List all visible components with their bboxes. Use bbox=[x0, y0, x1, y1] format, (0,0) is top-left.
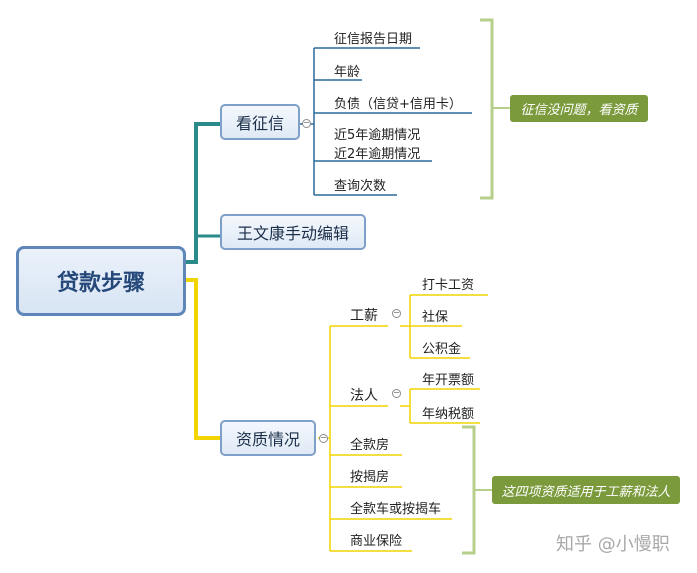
legal-node[interactable]: 法人 bbox=[350, 388, 378, 404]
credit-node[interactable]: 看征信 bbox=[220, 104, 300, 140]
asset-item: 商业保险 bbox=[350, 534, 403, 549]
collapse-toggle-legal[interactable]: − bbox=[392, 388, 401, 398]
credit-item: 征信报告日期 bbox=[334, 32, 413, 47]
credit-item: 负债（信贷+信用卡） bbox=[334, 97, 462, 112]
credit-note: 征信没问题，看资质 bbox=[510, 95, 648, 122]
salary-item: 社保 bbox=[422, 310, 449, 325]
editor-node[interactable]: 王文康手动编辑 bbox=[220, 214, 366, 250]
credit-note-text: 征信没问题，看资质 bbox=[520, 103, 638, 118]
asset-item: 全款房 bbox=[350, 438, 390, 453]
salary-item: 打卡工资 bbox=[422, 278, 475, 293]
credit-label: 看征信 bbox=[235, 114, 284, 133]
root-label: 贷款步骤 bbox=[56, 271, 145, 296]
asset-item: 按揭房 bbox=[350, 470, 390, 485]
credit-item: 查询次数 bbox=[334, 179, 387, 194]
legal-item: 年纳税额 bbox=[422, 407, 475, 422]
credit-item: 近5年逾期情况 bbox=[334, 128, 421, 143]
collapse-toggle-qualification[interactable]: − bbox=[319, 433, 328, 443]
collapse-toggle-salary[interactable]: − bbox=[392, 308, 401, 318]
editor-label: 王文康手动编辑 bbox=[236, 224, 349, 243]
qualification-node[interactable]: 资质情况 bbox=[220, 420, 316, 456]
credit-item: 年龄 bbox=[334, 65, 361, 80]
collapse-toggle-credit[interactable]: − bbox=[302, 118, 311, 128]
qualification-label: 资质情况 bbox=[235, 430, 300, 449]
watermark: 知乎 @小慢职 bbox=[556, 534, 670, 555]
root-node[interactable]: 贷款步骤 bbox=[16, 246, 186, 316]
assets-note: 这四项资质适用于工薪和法人 bbox=[492, 476, 680, 504]
credit-item: 近2年逾期情况 bbox=[334, 147, 421, 162]
salary-node[interactable]: 工薪 bbox=[350, 308, 378, 324]
assets-note-text: 这四项资质适用于工薪和法人 bbox=[501, 484, 671, 500]
asset-item: 全款车或按揭车 bbox=[350, 502, 442, 517]
salary-item: 公积金 bbox=[422, 342, 462, 357]
legal-item: 年开票额 bbox=[422, 373, 475, 388]
